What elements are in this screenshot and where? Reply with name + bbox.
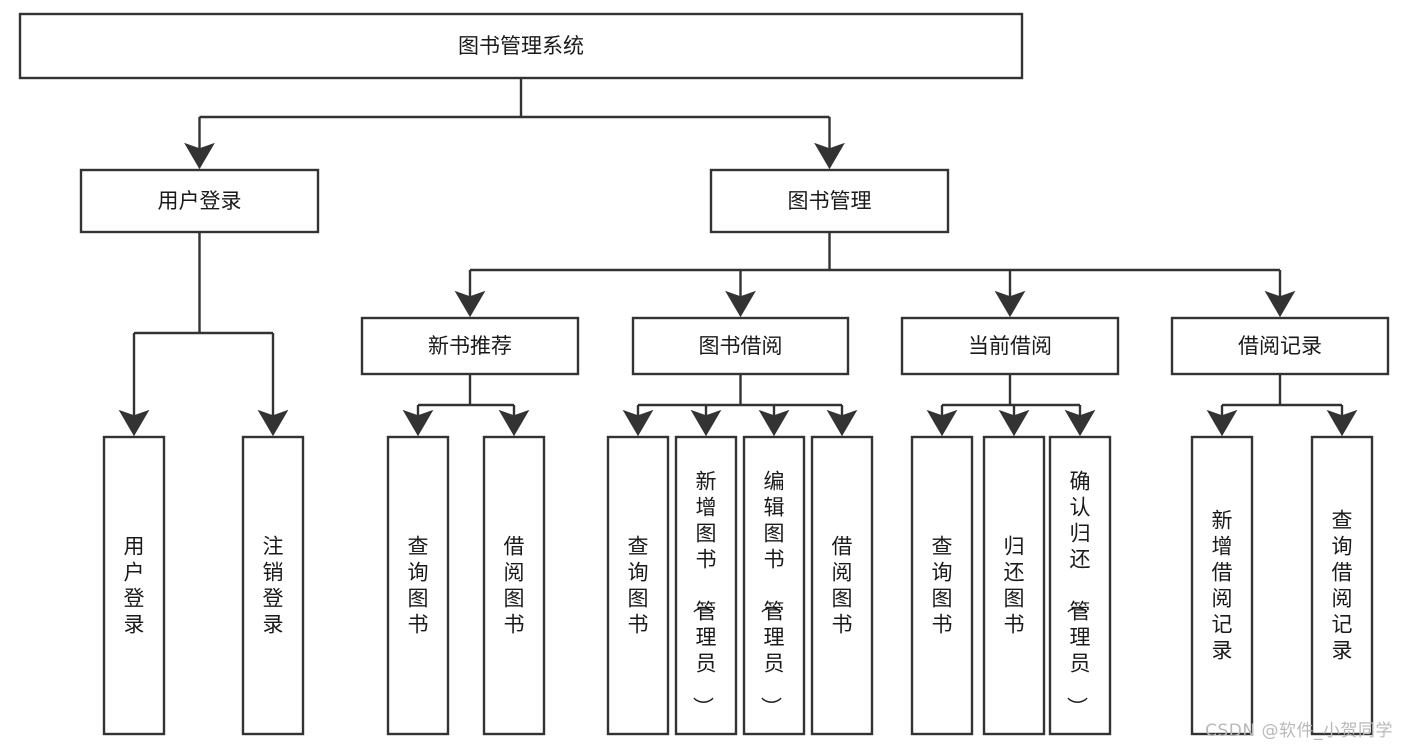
node-box-leaf-add-record (1190, 435, 1254, 736)
node-box-leaf-borrow-book-2 (810, 435, 874, 736)
node-leaf-confirm-return[interactable]: 确认归还（管理员） (1048, 435, 1112, 736)
node-label-book-management: 图书管理 (788, 189, 872, 213)
node-label-leaf-borrow-book-2: 借阅图书 (832, 535, 853, 637)
node-current-borrow[interactable]: 当前借阅 (900, 316, 1120, 376)
node-book-management[interactable]: 图书管理 (709, 168, 950, 234)
node-box-borrow-record (1170, 316, 1390, 376)
node-borrow-record[interactable]: 借阅记录 (1170, 316, 1390, 376)
node-box-leaf-confirm-return (1048, 435, 1112, 736)
node-leaf-query-book-1[interactable]: 查询图书 (386, 435, 450, 736)
node-new-book-recommend[interactable]: 新书推荐 (360, 316, 580, 376)
node-leaf-borrow-book-2[interactable]: 借阅图书 (810, 435, 874, 736)
node-label-leaf-add-book: 新增图书（管理员） (691, 470, 717, 718)
node-leaf-add-record[interactable]: 新增借阅记录 (1190, 435, 1254, 736)
node-box-leaf-query-book-1 (386, 435, 450, 736)
node-box-leaf-return-book (982, 435, 1046, 736)
node-label-current-borrow: 当前借阅 (968, 334, 1052, 358)
node-label-leaf-add-record: 新增借阅记录 (1212, 509, 1233, 663)
node-label-new-book-recommend: 新书推荐 (428, 334, 512, 358)
node-leaf-query-book-3[interactable]: 查询图书 (910, 435, 974, 736)
node-box-user-login (79, 168, 320, 234)
node-box-leaf-query-record (1310, 435, 1374, 736)
node-box-leaf-user-login (102, 435, 166, 736)
node-leaf-edit-book[interactable]: 编辑图书（管理员） (742, 435, 806, 736)
node-leaf-borrow-book-1[interactable]: 借阅图书 (482, 435, 546, 736)
node-box-leaf-query-book-3 (910, 435, 974, 736)
node-label-leaf-return-book: 归还图书 (1004, 535, 1025, 637)
node-label-leaf-query-book-3: 查询图书 (932, 535, 953, 637)
node-label-leaf-confirm-return: 确认归还（管理员） (1065, 470, 1091, 718)
node-label-leaf-borrow-book-1: 借阅图书 (504, 535, 525, 637)
node-box-new-book-recommend (360, 316, 580, 376)
node-box-current-borrow (900, 316, 1120, 376)
node-leaf-add-book[interactable]: 新增图书（管理员） (674, 435, 738, 736)
node-box-leaf-add-book (674, 435, 738, 736)
node-user-login[interactable]: 用户登录 (79, 168, 320, 234)
node-label-leaf-edit-book: 编辑图书（管理员） (759, 470, 785, 718)
node-box-book-management (709, 168, 950, 234)
edge-layer (118, 78, 1358, 437)
csdn-watermark: CSDN @软件_小贺同学 (1205, 721, 1393, 741)
node-leaf-query-record[interactable]: 查询借阅记录 (1310, 435, 1374, 736)
node-leaf-user-logout[interactable]: 注销登录 (241, 435, 305, 736)
node-label-root: 图书管理系统 (458, 34, 584, 58)
node-label-leaf-query-book-1: 查询图书 (408, 535, 429, 637)
node-box-leaf-borrow-book-1 (482, 435, 546, 736)
node-root[interactable]: 图书管理系统 (18, 12, 1024, 80)
node-label-leaf-user-login: 用户登录 (124, 535, 145, 637)
node-label-user-login: 用户登录 (158, 189, 242, 213)
node-label-leaf-query-record: 查询借阅记录 (1332, 509, 1353, 663)
node-book-borrow[interactable]: 图书借阅 (631, 316, 850, 376)
node-label-borrow-record: 借阅记录 (1238, 334, 1322, 358)
node-leaf-return-book[interactable]: 归还图书 (982, 435, 1046, 736)
node-label-book-borrow: 图书借阅 (699, 334, 783, 358)
node-leaf-query-book-2[interactable]: 查询图书 (606, 435, 670, 736)
node-layer: 图书管理系统用户登录用户登录注销登录图书管理新书推荐查询图书借阅图书图书借阅查询… (18, 12, 1390, 736)
node-box-leaf-query-book-2 (606, 435, 670, 736)
node-leaf-user-login[interactable]: 用户登录 (102, 435, 166, 736)
node-label-leaf-query-book-2: 查询图书 (628, 535, 649, 637)
node-label-leaf-user-logout: 注销登录 (263, 535, 284, 637)
node-box-leaf-edit-book (742, 435, 806, 736)
node-box-book-borrow (631, 316, 850, 376)
node-box-root (18, 12, 1024, 80)
node-box-leaf-user-logout (241, 435, 305, 736)
